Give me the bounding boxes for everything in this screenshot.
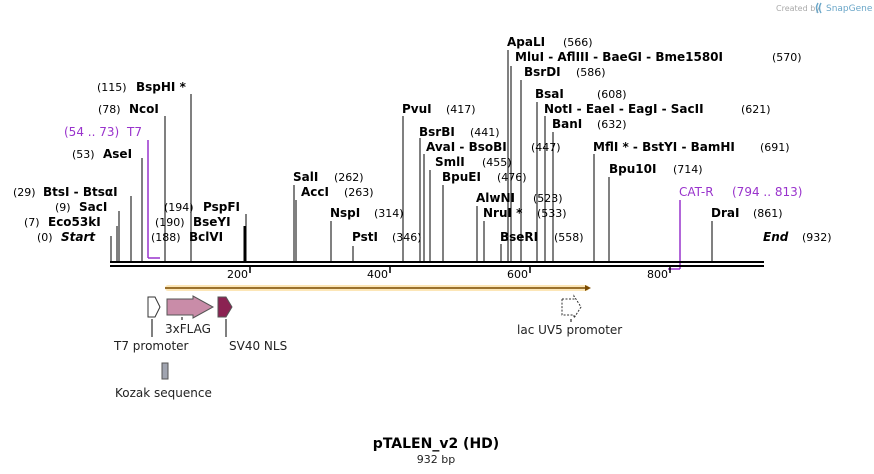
site-pos: (9): [55, 201, 71, 214]
site-pos: (632): [597, 118, 627, 131]
site-psti: PstI: [352, 230, 378, 244]
site-btsi: BtsI - BtsαI: [43, 185, 118, 199]
site-pos: (262): [334, 171, 364, 184]
site-pos: (558): [554, 231, 584, 244]
site-pos: (29): [13, 186, 36, 199]
ruler-tick-label: 600: [507, 268, 528, 281]
feature-label-t7-promoter: T7 promoter: [113, 339, 189, 353]
site-pos: (7): [24, 216, 40, 229]
site-end: End: [763, 230, 789, 244]
ruler-tick-label: 200: [227, 268, 248, 281]
kozak-sequence-box-icon: [161, 362, 169, 380]
site-bclvi: BclVI: [189, 230, 223, 244]
site-bsai: BsaI: [535, 87, 564, 101]
sequence-backbone: [110, 261, 764, 267]
ruler-tick-label: 800: [647, 268, 668, 281]
sv40-nls-arrow-icon: [217, 296, 233, 318]
site-pos: (608): [597, 88, 627, 101]
site-pos: (533): [537, 207, 567, 220]
site-nspi: NspI: [330, 206, 360, 220]
site-bpuei: BpuEI: [442, 170, 481, 184]
site-ncoi: NcoI: [129, 102, 159, 116]
feature-label-3xflag: 3xFLAG: [165, 322, 211, 336]
site-pvui: PvuI: [402, 102, 432, 116]
site-pos: (346): [392, 231, 422, 244]
credit-prefix: Created by: [776, 4, 820, 13]
site-alwni: AlwNI: [476, 191, 515, 205]
plasmid-length: 932 bp: [417, 453, 455, 466]
site-drai: DraI: [711, 206, 739, 220]
site-acci: AccI: [301, 185, 329, 199]
primer-t7-marker: [147, 140, 160, 259]
primer-cat-r-marker: [668, 200, 681, 270]
plasmid-title: pTALEN_v2 (HD): [373, 436, 499, 452]
site-bpu10i: Bpu10I: [609, 162, 656, 176]
credit-brand: SnapGene: [826, 4, 873, 14]
site-bsrbi: BsrBI: [419, 125, 455, 139]
primer-t7-name: T7: [126, 125, 142, 139]
site-pos: (115): [97, 81, 127, 94]
site-bseyi: BseYI: [193, 215, 231, 229]
site-bsphi: BspHI *: [136, 80, 187, 94]
feature-label-lac-uv5-promoter: lac UV5 promoter: [517, 323, 622, 337]
site-pos: (476): [497, 171, 527, 184]
site-bseri: BseRI: [500, 230, 538, 244]
site-saci: SacI: [79, 200, 107, 214]
three-xflag-arrow-icon: [166, 295, 215, 319]
site-eco53ki: Eco53kI: [48, 215, 101, 229]
primer-cat-r-range: (794 .. 813): [732, 185, 802, 199]
site-pos: (447): [531, 141, 561, 154]
site-pos: (932): [802, 231, 832, 244]
site-pos: (691): [760, 141, 790, 154]
site-nrui: NruI *: [483, 206, 523, 220]
site-pos: (188): [151, 231, 181, 244]
site-pos: (0): [37, 231, 53, 244]
site-pos: (455): [482, 156, 512, 169]
site-pos: (523): [533, 192, 563, 205]
ruler-tick-label: 400: [367, 268, 388, 281]
site-bani: BanI: [552, 117, 582, 131]
lac-uv5-promoter-arrow-icon: [561, 294, 582, 320]
site-avai-bsobi: AvaI - BsoBI: [426, 140, 507, 154]
site-bsrdi: BsrDI: [524, 65, 561, 79]
site-asei: AseI: [103, 147, 132, 161]
site-mlui-group: MluI - AflIII - BaeGI - Bme1580I: [515, 50, 723, 64]
site-pos: (586): [576, 66, 606, 79]
site-noti-group: NotI - EaeI - EagI - SacII: [544, 102, 704, 116]
site-pos: (314): [374, 207, 404, 220]
site-pspfi: PspFI: [203, 200, 240, 214]
snapgene-logo-icon: [815, 2, 822, 14]
site-pos: (194): [164, 201, 194, 214]
orf-bar: [165, 285, 591, 291]
site-pos: (566): [563, 36, 593, 49]
site-pos: (78): [98, 103, 121, 116]
site-pos: (441): [470, 126, 500, 139]
site-pos: (263): [344, 186, 374, 199]
ruler: 200 400 600 800: [227, 266, 671, 281]
primer-t7-range: (54 .. 73): [64, 125, 119, 139]
site-pos: (190): [155, 216, 185, 229]
site-mfli-group: MflI * - BstYI - BamHI: [593, 140, 735, 154]
site-pos: (861): [753, 207, 783, 220]
site-leaders: [110, 50, 713, 262]
site-apali: ApaLI: [507, 35, 545, 49]
site-pos: (53): [72, 148, 95, 161]
primer-cat-r-name: CAT-R: [679, 185, 714, 199]
site-pos: (417): [446, 103, 476, 116]
feature-label-sv40-nls: SV40 NLS: [229, 339, 287, 353]
site-pos: (621): [741, 103, 771, 116]
feature-label-kozak-sequence: Kozak sequence: [115, 386, 212, 400]
site-sali: SalI: [293, 170, 318, 184]
site-smli: SmlI: [435, 155, 465, 169]
site-start: Start: [61, 230, 96, 244]
site-pos: (714): [673, 163, 703, 176]
feature-leaders: [151, 317, 572, 337]
t7-promoter-arrow-icon: [147, 296, 161, 318]
site-pos: (570): [772, 51, 802, 64]
